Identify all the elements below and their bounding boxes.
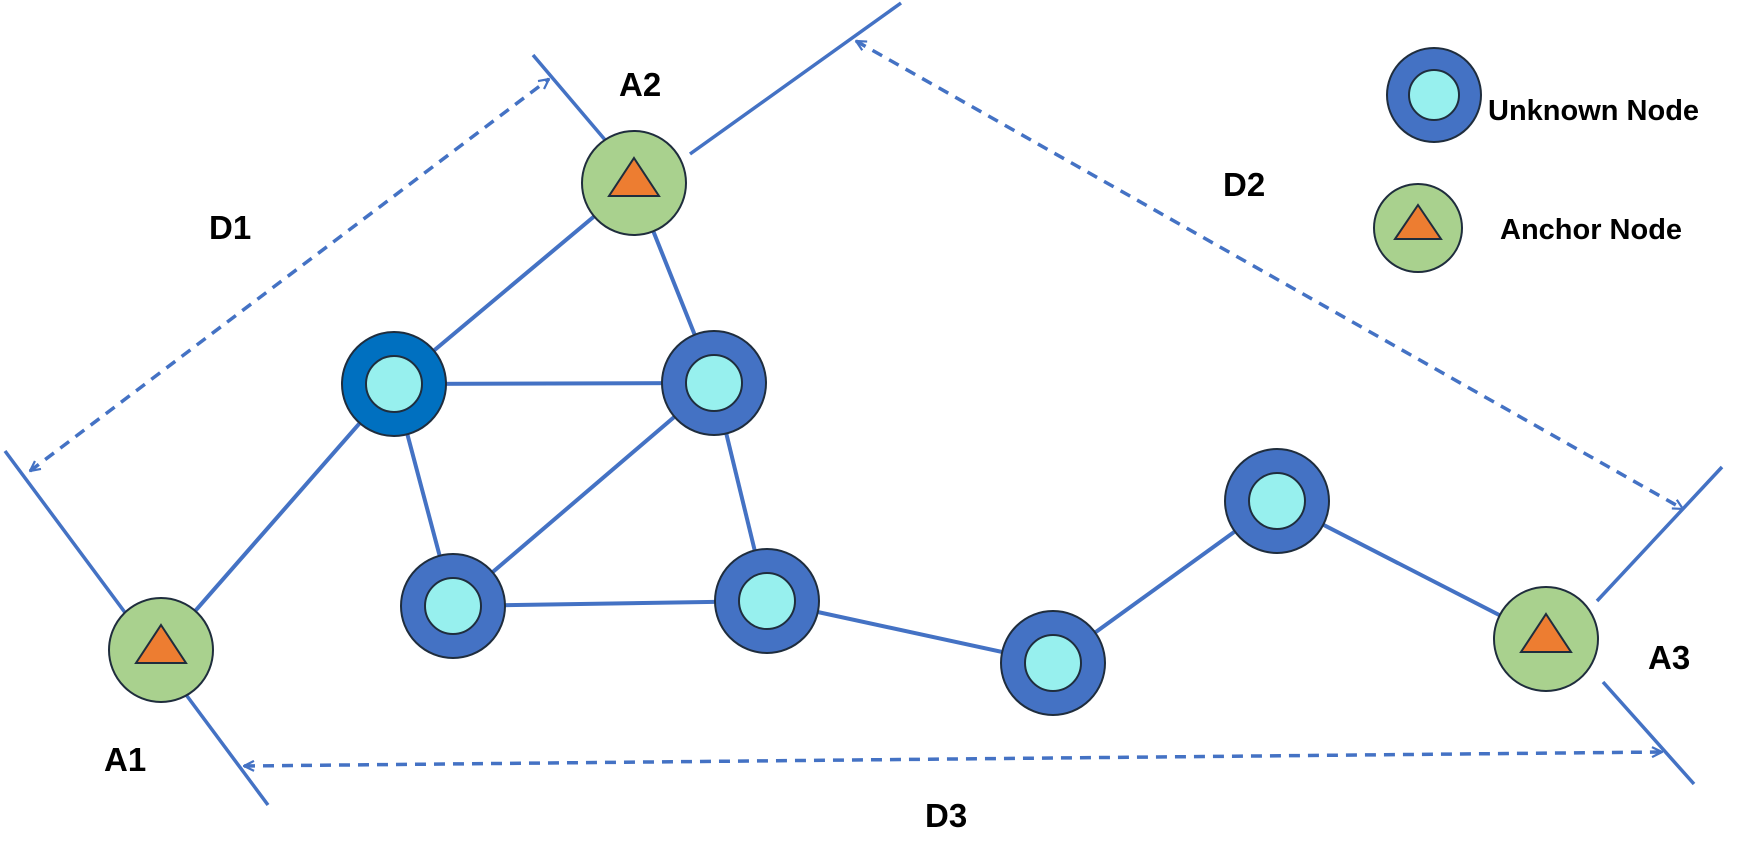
boundary-line-a3-upper [1595, 465, 1724, 603]
triangle-icon [607, 156, 661, 197]
triangle-icon [134, 623, 188, 664]
legend-unknown-label: Unknown Node [1488, 95, 1699, 127]
distance-arrow-d3 [244, 752, 1662, 766]
unknown-node-u2 [661, 330, 767, 436]
legend-anchor-node-icon [1373, 183, 1463, 273]
link-u2-u3 [451, 381, 716, 608]
boundary-line-a2-left [531, 53, 608, 143]
unknown-node-u1 [341, 331, 447, 437]
legend: Unknown Node Anchor Node [1373, 47, 1699, 273]
boundary-line-a2-right [688, 1, 903, 156]
link-u1-u2 [393, 381, 715, 386]
link-a1-u1 [159, 382, 396, 652]
distance-label-d1: D1 [209, 209, 251, 246]
distance-arrow-d2 [856, 39, 1683, 511]
anchor-node-a1 [108, 597, 214, 703]
distance-label-d2: D2 [1223, 166, 1265, 203]
anchor-node-a2 [581, 130, 687, 236]
anchor-node-a3 [1493, 586, 1599, 692]
distance-label-d3: D3 [925, 797, 967, 834]
triangle-icon [1519, 612, 1573, 653]
distance-arrow-d1 [30, 79, 549, 471]
unknown-node-u5 [1000, 610, 1106, 716]
unknown-node-u3 [400, 553, 506, 659]
anchor-label-a3: A3 [1648, 639, 1690, 676]
boundary-line-a3-lower [1601, 680, 1696, 786]
nodes-layer [108, 130, 1599, 716]
unknown-node-u4 [714, 548, 820, 654]
distance-arrows [30, 39, 1683, 766]
anchor-label-a2: A2 [619, 66, 661, 103]
legend-unknown-node-icon [1386, 47, 1482, 143]
anchor-label-a1: A1 [104, 741, 146, 778]
unknown-node-u6 [1224, 448, 1330, 554]
legend-anchor-label: Anchor Node [1500, 214, 1682, 246]
